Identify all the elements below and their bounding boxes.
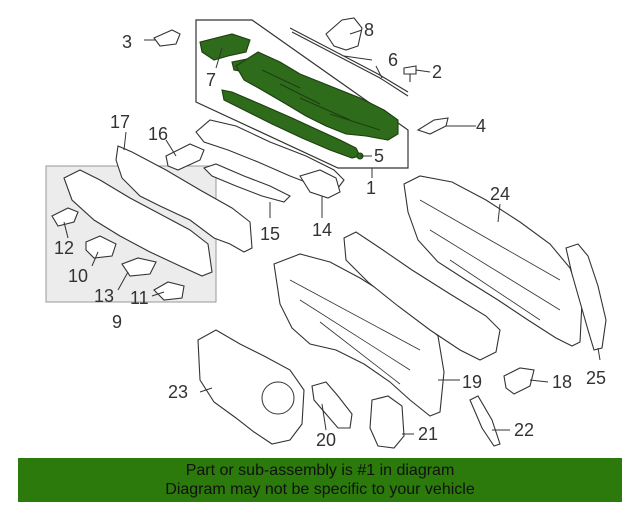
callout-11: 11	[130, 288, 149, 308]
callout-1: 1	[366, 178, 376, 198]
part-9-dash-upper	[63, 169, 213, 277]
callout-13: 13	[94, 286, 114, 306]
part-12-bracket	[51, 207, 79, 227]
banner-line-2: Diagram may not be specific to your vehi…	[165, 481, 475, 498]
part-11-bracket	[153, 281, 185, 301]
callout-19: 19	[462, 372, 482, 392]
part-25-pillar	[565, 243, 607, 351]
leader-lines	[63, 29, 601, 435]
callout-17: 17	[110, 112, 130, 132]
callout-20: 20	[316, 430, 336, 450]
part-8-bracket	[325, 17, 363, 51]
callout-24: 24	[490, 184, 510, 204]
callout-labels: 1 2 3 4 5 6 7 8 9 10 11 12 13 14 15 16 1…	[54, 20, 606, 450]
callout-8: 8	[364, 20, 374, 40]
part-3-bracket	[153, 29, 181, 47]
part-6-weatherstrip	[289, 27, 409, 97]
callout-7: 7	[206, 70, 216, 90]
callout-3: 3	[122, 32, 132, 52]
part-1-cowl-panel-highlighted[interactable]	[221, 51, 399, 160]
info-banner: Part or sub-assembly is #1 in diagram Di…	[18, 458, 622, 502]
callout-9: 9	[112, 312, 122, 332]
part-23-insulator	[197, 329, 305, 445]
part-18-bracket	[503, 367, 535, 395]
callout-10: 10	[68, 266, 88, 286]
part-14-panel	[299, 169, 341, 199]
callout-2: 2	[432, 62, 442, 82]
callout-16: 16	[148, 124, 168, 144]
callout-23: 23	[168, 382, 188, 402]
part-16-bracket	[165, 143, 205, 171]
part-2-clip	[403, 65, 417, 82]
callout-12: 12	[54, 238, 74, 258]
callout-5: 5	[374, 146, 384, 166]
part-19-upper-member	[343, 231, 501, 361]
part-4-bracket	[416, 117, 449, 135]
callout-25: 25	[586, 368, 606, 388]
callout-4: 4	[476, 116, 486, 136]
callout-18: 18	[552, 372, 572, 392]
part-13-bracket	[121, 257, 157, 277]
callout-21: 21	[418, 424, 438, 444]
part-21-bracket	[369, 395, 405, 449]
callout-6: 6	[388, 50, 398, 70]
part-17-reinforcement	[115, 145, 253, 253]
part-15-panel	[195, 119, 345, 203]
assembly-1-box	[195, 19, 409, 169]
part-20-bracket	[311, 381, 353, 429]
part-24-insulator	[403, 175, 583, 347]
part-10-bracket	[85, 235, 117, 259]
callout-15: 15	[260, 224, 280, 244]
part-22-trim	[469, 395, 501, 447]
callout-22: 22	[514, 420, 534, 440]
callout-14: 14	[312, 220, 332, 240]
banner-line-1: Part or sub-assembly is #1 in diagram	[185, 462, 455, 479]
part-19-dash-panel	[273, 253, 445, 417]
